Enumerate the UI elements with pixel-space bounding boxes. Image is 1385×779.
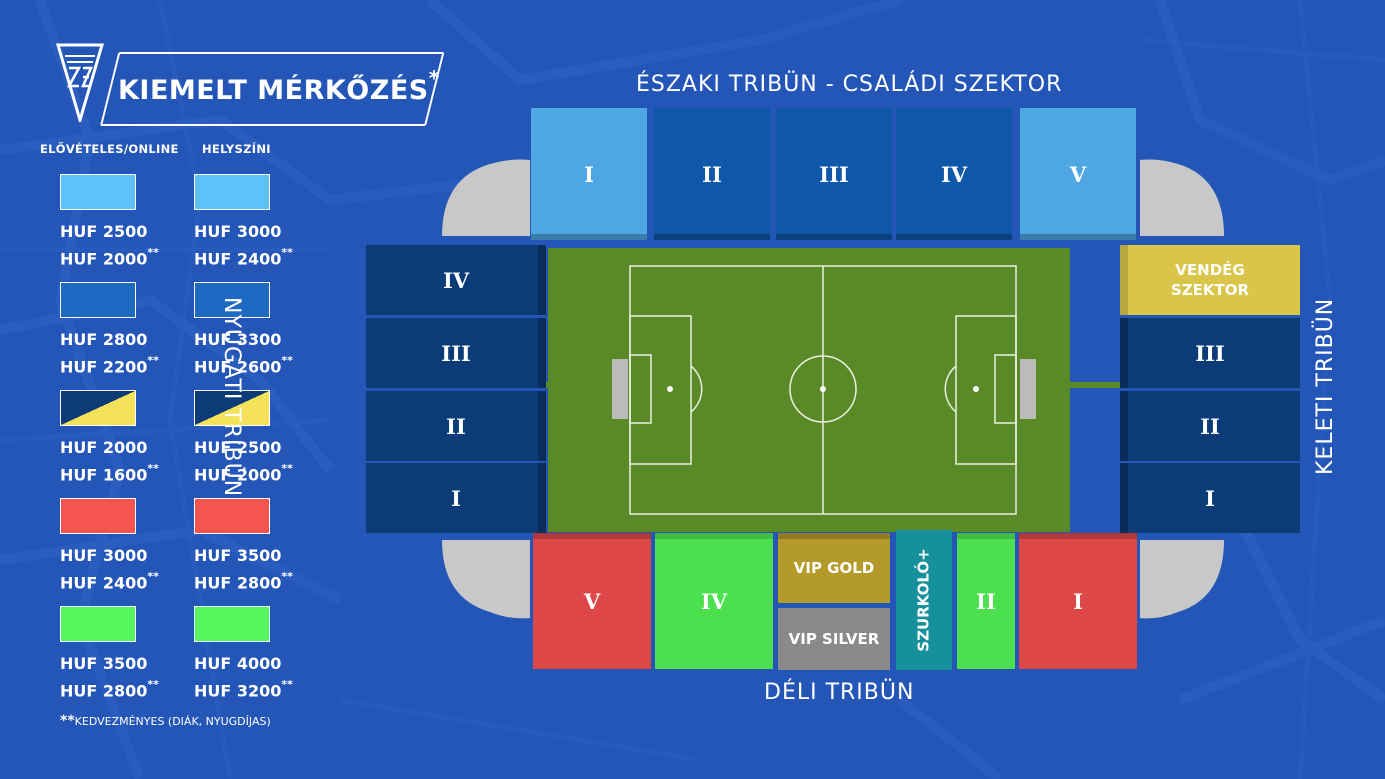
north-stand-label: ÉSZAKI TRIBÜN - CSALÁDI SZEKTOR (636, 72, 1063, 97)
full-price: HUF 3300 (194, 330, 282, 349)
discount-mark: ** (147, 462, 159, 475)
price-swatch-5-online (60, 606, 136, 642)
football-pitch (488, 248, 1130, 532)
east-sector-III[interactable]: III (1120, 318, 1300, 388)
west-sector-I[interactable]: I (366, 463, 546, 533)
vip-silver-label: VIP SILVER (788, 630, 880, 648)
full-price: HUF 3000 (194, 222, 282, 241)
price-swatch-1-venue (194, 174, 270, 210)
club-logo-icon (55, 43, 105, 122)
full-price: HUF 2800 (60, 330, 148, 349)
supporter-label: SZURKOLÓ+ (915, 548, 933, 652)
discount-mark: ** (147, 246, 159, 259)
north-sector-III[interactable]: III (776, 108, 892, 240)
south-vip-silver[interactable]: VIP SILVER (778, 608, 890, 670)
north-sector-V[interactable]: V (1020, 108, 1136, 240)
south-sector-V[interactable]: V (533, 533, 651, 669)
full-price: HUF 2500 (194, 438, 282, 457)
north-sector-II[interactable]: II (654, 108, 770, 240)
full-price: HUF 2000 (60, 438, 148, 457)
discount-price: HUF 2800** (60, 678, 159, 701)
corner-ne (1140, 159, 1224, 236)
full-price: HUF 2500 (60, 222, 148, 241)
west-sector-II[interactable]: II (366, 391, 546, 461)
price-swatch-2-online (60, 282, 136, 318)
price-swatch-2-venue (194, 282, 270, 318)
discount-price: HUF 2000** (60, 246, 159, 269)
discount-mark: ** (281, 462, 293, 475)
discount-price: HUF 2400** (60, 570, 159, 593)
discount-mark: ** (281, 570, 293, 583)
corner-sw (442, 540, 530, 619)
south-vip-gold[interactable]: VIP GOLD (778, 533, 890, 603)
full-price: HUF 3500 (60, 654, 148, 673)
discount-mark: ** (281, 246, 293, 259)
south-sector-II[interactable]: II (957, 533, 1015, 669)
column-header-online: ELŐVÉTELES/ONLINE (40, 142, 179, 156)
discount-price: HUF 2600** (194, 354, 293, 377)
price-swatch-4-online (60, 498, 136, 534)
discount-mark: ** (147, 354, 159, 367)
discount-price: HUF 1600** (60, 462, 159, 485)
discount-mark: ** (147, 570, 159, 583)
column-header-venue: HELYSZÍNI (202, 142, 271, 156)
east-sector-I[interactable]: I (1120, 463, 1300, 533)
guest-sector-label: VENDÉG SZEKTOR (1170, 261, 1250, 299)
west-sector-III[interactable]: III (366, 318, 546, 388)
price-swatch-3-online (60, 390, 136, 426)
discount-price: HUF 2000** (194, 462, 293, 485)
north-sector-IV[interactable]: IV (896, 108, 1012, 240)
corner-se (1140, 540, 1224, 619)
discount-price: HUF 2800** (194, 570, 293, 593)
north-sector-I[interactable]: I (531, 108, 647, 240)
full-price: HUF 4000 (194, 654, 282, 673)
discount-mark: ** (147, 678, 159, 691)
east-sector-II[interactable]: II (1120, 391, 1300, 461)
south-sector-I[interactable]: I (1019, 533, 1137, 669)
full-price: HUF 3500 (194, 546, 282, 565)
price-swatch-5-venue (194, 606, 270, 642)
discount-price: HUF 3200** (194, 678, 293, 701)
discount-mark: ** (281, 354, 293, 367)
vip-gold-label: VIP GOLD (793, 559, 875, 577)
price-swatch-3-venue (194, 390, 270, 426)
discount-mark: ** (281, 678, 293, 691)
south-stand-label: DÉLI TRIBÜN (764, 680, 915, 705)
price-swatch-4-venue (194, 498, 270, 534)
footnote: **KEDVEZMÉNYES (DIÁK, NYUGDÍJAS) (60, 713, 271, 729)
full-price: HUF 3000 (60, 546, 148, 565)
page-title: KIEMELT MÉRKŐZÉS* (118, 66, 440, 106)
west-sector-IV[interactable]: IV (366, 245, 546, 315)
price-swatch-1-online (60, 174, 136, 210)
east-guest-sector[interactable]: VENDÉG SZEKTOR (1120, 245, 1300, 315)
discount-price: HUF 2200** (60, 354, 159, 377)
corner-nw (442, 159, 530, 236)
discount-price: HUF 2400** (194, 246, 293, 269)
south-sector-IV[interactable]: IV (655, 533, 773, 669)
south-supporter-sector[interactable]: SZURKOLÓ+ (896, 530, 952, 670)
